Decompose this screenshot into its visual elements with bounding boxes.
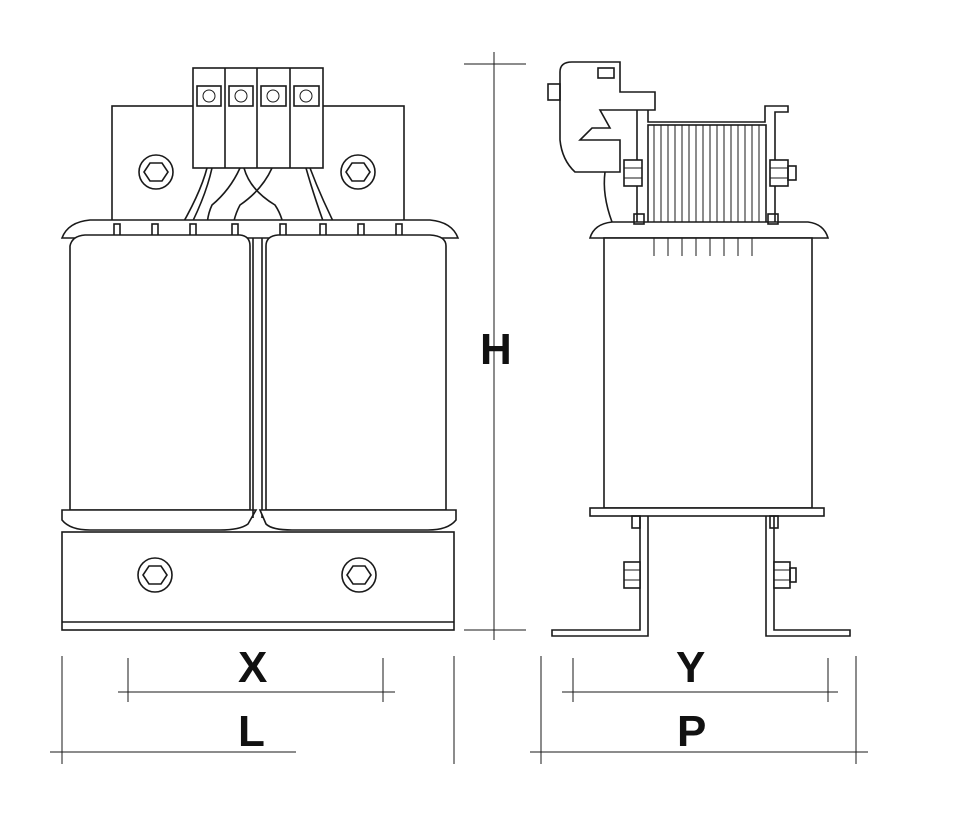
- side-upper-bolt-right: [769, 159, 797, 187]
- terminal-screw: [228, 85, 254, 107]
- lower-left-bolt: [137, 557, 173, 593]
- dim-label-x: X: [238, 643, 267, 692]
- side-lower-bolt-left: [623, 561, 641, 589]
- l-dimension: L: [50, 656, 455, 764]
- height-dimension: H: [464, 52, 526, 640]
- dim-label-p: P: [677, 707, 706, 756]
- left-mounting-foot: [551, 516, 649, 637]
- p-dimension: P: [530, 656, 868, 764]
- terminal-screw: [196, 85, 222, 107]
- side-bottom-flange: [589, 507, 825, 517]
- side-view: [547, 61, 851, 637]
- upper-left-bolt: [138, 154, 174, 190]
- upper-right-bolt: [340, 154, 376, 190]
- terminal-block: [192, 67, 324, 169]
- dim-label-y: Y: [676, 643, 705, 692]
- terminal-screw: [260, 85, 287, 107]
- lower-yoke-plate: [61, 531, 455, 631]
- terminal-screw: [293, 85, 320, 107]
- left-coil: [61, 234, 258, 531]
- front-view: [60, 67, 460, 631]
- right-coil: [258, 234, 457, 531]
- dim-label-h: H: [480, 325, 512, 374]
- x-dimension: X: [118, 643, 395, 702]
- side-upper-bolt-left: [623, 159, 643, 187]
- lamination-stack: [647, 124, 767, 256]
- side-top-flange: [588, 221, 830, 239]
- side-coil-body: [603, 237, 813, 509]
- lamination-stack-visible: [653, 238, 753, 256]
- lower-right-bolt: [341, 557, 377, 593]
- side-terminal: [547, 61, 656, 223]
- right-mounting-foot: [765, 516, 851, 637]
- dim-label-l: L: [238, 707, 265, 756]
- y-dimension: Y: [562, 643, 838, 702]
- side-lower-bolt-right: [773, 561, 797, 589]
